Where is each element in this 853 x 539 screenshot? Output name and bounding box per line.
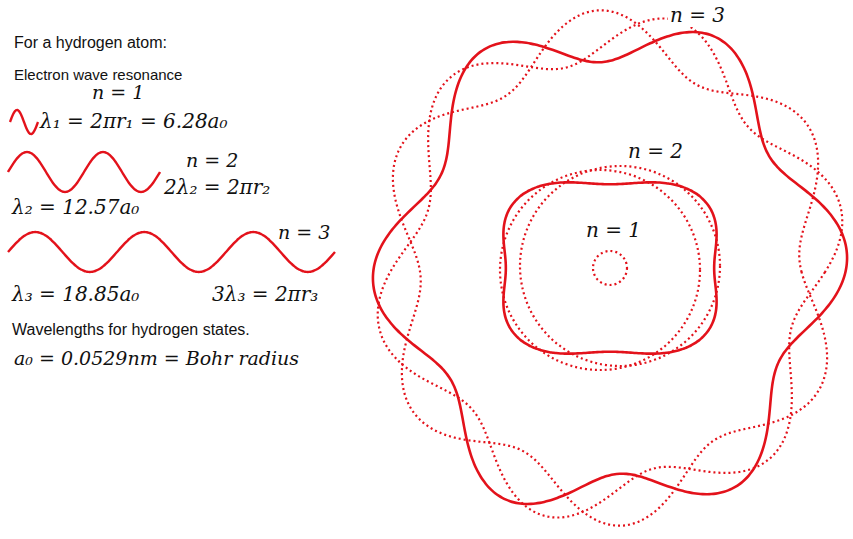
state-label: n = 1 bbox=[92, 82, 144, 104]
orbit-waves bbox=[373, 10, 847, 525]
orbit-n3-wave bbox=[373, 32, 847, 504]
equation-text: λ₃ = 18.85a₀ bbox=[12, 283, 139, 306]
orbit-n2-dotted bbox=[500, 170, 700, 370]
state-label: n = 3 bbox=[278, 222, 330, 244]
orbit-n3-dotted bbox=[378, 18, 843, 517]
heading-text: For a hydrogen atom: bbox=[14, 34, 167, 52]
equation-text: λ₁ = 2πr₁ = 6.28a₀ bbox=[40, 110, 228, 133]
wave-sketch bbox=[8, 152, 160, 192]
orbit-n2-wave bbox=[503, 182, 716, 353]
equation-text: λ₂ = 12.57a₀ bbox=[12, 196, 139, 219]
caption-text: Wavelengths for hydrogen states. bbox=[12, 321, 250, 339]
equation-text: 3λ₃ = 2πr₃ bbox=[212, 283, 318, 306]
orbit-label: n = 1 bbox=[584, 219, 643, 242]
orbit-n1-dotted bbox=[593, 251, 627, 285]
linear-waves bbox=[8, 110, 335, 272]
equation-text: 2λ₂ = 2πr₂ bbox=[164, 176, 270, 199]
equation-text: a₀ = 0.0529nm = Bohr radius bbox=[14, 348, 299, 370]
state-label: n = 2 bbox=[186, 150, 238, 172]
subheading-text: Electron wave resonance bbox=[14, 66, 182, 83]
orbit-label: n = 3 bbox=[668, 4, 727, 27]
wave-sketch bbox=[10, 110, 38, 134]
orbit-label: n = 2 bbox=[626, 140, 685, 163]
orbit-n2-dotted bbox=[520, 166, 720, 366]
